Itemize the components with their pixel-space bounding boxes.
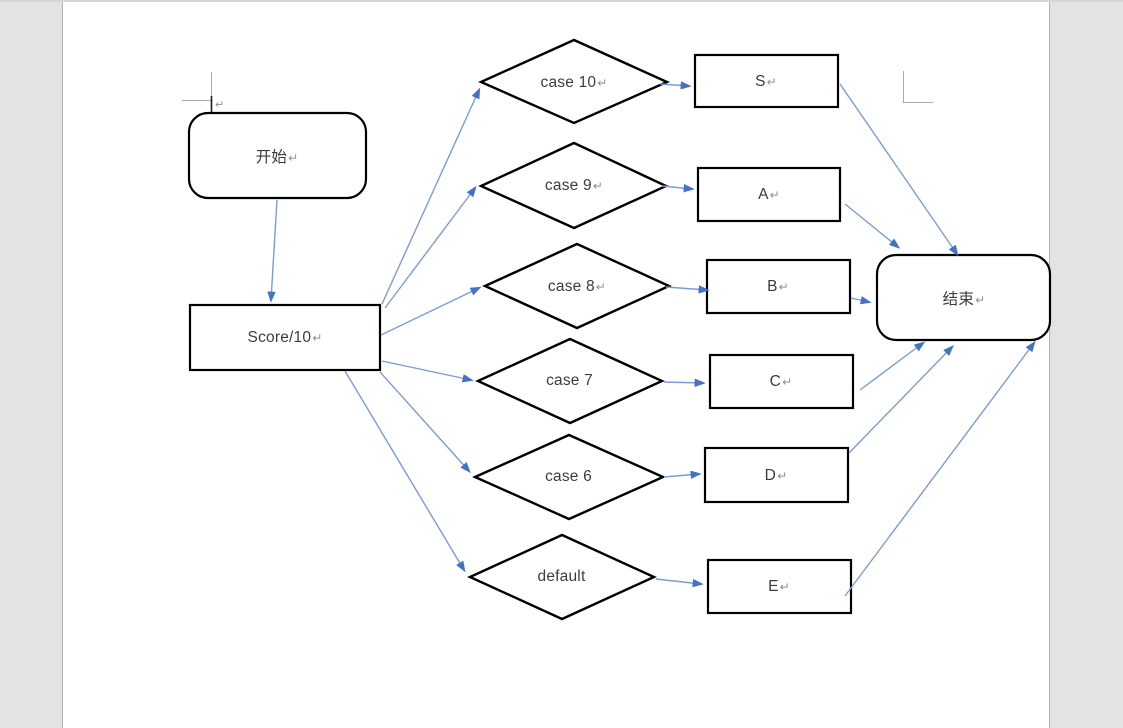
node-case9-label: case 9	[544, 177, 592, 194]
pilcrow-mark: ↵	[769, 188, 780, 202]
grade-a-shape[interactable]	[696, 166, 842, 223]
pilcrow-mark: ↵	[975, 293, 986, 307]
node-grade-d-label: D	[764, 467, 777, 484]
node-end-label: 结束	[942, 291, 975, 308]
node-grade-s[interactable]: S↵	[755, 73, 777, 91]
node-grade-d[interactable]: D↵	[765, 467, 788, 485]
pilcrow-mark: ↵	[592, 179, 604, 193]
connector-start-to-score[interactable]	[267, 199, 278, 303]
node-grade-b-label: B	[767, 278, 778, 295]
start-node-shape[interactable]	[187, 111, 368, 200]
connector-case8-to-b[interactable]	[665, 285, 710, 294]
connector-score-to-case9[interactable]	[384, 185, 477, 309]
connector-case6-to-d[interactable]	[663, 470, 702, 479]
connector-score-to-case6[interactable]	[379, 371, 471, 474]
node-case6[interactable]: case 6	[545, 468, 593, 486]
node-grade-a-label: A	[758, 186, 769, 203]
grade-e-shape[interactable]	[706, 558, 853, 615]
end-node-shape[interactable]	[875, 253, 1052, 342]
node-grade-e-label: E	[768, 578, 779, 595]
connector-d-to-end[interactable]	[848, 344, 954, 454]
pilcrow-mark: ↵	[782, 375, 793, 389]
default-diamond-shape[interactable]	[467, 533, 657, 621]
case6-diamond-shape[interactable]	[472, 433, 666, 521]
connector-case9-to-a[interactable]	[661, 183, 695, 193]
connector-case7-to-c[interactable]	[663, 378, 706, 387]
pilcrow-mark: ↵	[215, 99, 225, 111]
connector-score-to-case8[interactable]	[380, 286, 482, 336]
grade-s-shape[interactable]	[693, 53, 840, 109]
pilcrow-mark: ↵	[777, 469, 788, 483]
boundary-mark-top-left	[182, 72, 212, 101]
node-case10[interactable]: case 10↵	[541, 74, 608, 92]
connector-c-to-end[interactable]	[859, 341, 926, 391]
window-top-edge	[0, 0, 1123, 2]
pilcrow-mark: ↵	[288, 151, 299, 165]
grade-c-shape[interactable]	[708, 353, 855, 410]
case7-diamond-shape[interactable]	[475, 337, 665, 425]
node-score[interactable]: Score/10↵	[248, 329, 323, 347]
node-grade-b[interactable]: B↵	[767, 278, 789, 296]
node-grade-c-label: C	[769, 373, 782, 390]
pilcrow-mark: ↵	[597, 76, 608, 90]
connector-b-to-end[interactable]	[850, 296, 872, 305]
node-case9[interactable]: case 9↵	[545, 177, 603, 195]
connector-score-to-case10[interactable]	[381, 87, 481, 305]
node-grade-s-label: S	[755, 73, 766, 90]
case8-diamond-shape[interactable]	[482, 242, 672, 330]
text-boundary-marks	[182, 71, 933, 103]
case10-diamond-shape[interactable]	[478, 38, 670, 125]
node-default[interactable]: default	[538, 568, 587, 586]
node-grade-a[interactable]: A↵	[758, 186, 780, 204]
node-start[interactable]: 开始↵	[256, 145, 299, 167]
connector-default-to-e[interactable]	[655, 578, 704, 588]
node-case7-label: case 7	[546, 372, 593, 389]
pilcrow-mark: ↵	[766, 75, 777, 89]
connector-score-to-case7[interactable]	[381, 360, 474, 383]
grade-d-shape[interactable]	[703, 446, 850, 504]
node-start-label: 开始	[255, 149, 288, 166]
pilcrow-mark: ↵	[312, 331, 323, 345]
node-case10-label: case 10	[540, 74, 597, 91]
score-node-shape[interactable]	[188, 303, 382, 372]
connector-score-to-default[interactable]	[344, 370, 466, 573]
pilcrow-mark: ↵	[778, 280, 789, 294]
node-grade-c[interactable]: C↵	[770, 373, 793, 391]
boundary-mark-top-right	[903, 71, 933, 103]
pilcrow-mark: ↵	[779, 580, 790, 594]
node-case7[interactable]: case 7	[546, 372, 594, 390]
connector-e-to-end[interactable]	[844, 340, 1036, 597]
node-case6-label: case 6	[545, 468, 592, 485]
node-end[interactable]: 结束↵	[943, 287, 986, 309]
connector-s-to-end[interactable]	[839, 83, 959, 257]
connector-case10-to-s[interactable]	[659, 81, 692, 90]
node-default-label: default	[537, 568, 586, 585]
node-case8[interactable]: case 8↵	[548, 278, 606, 296]
node-score-label: Score/10	[247, 329, 312, 346]
node-case8-label: case 8	[547, 278, 595, 295]
connector-a-to-end[interactable]	[844, 203, 901, 249]
pilcrow-mark: ↵	[595, 280, 607, 294]
node-grade-e[interactable]: E↵	[768, 578, 790, 596]
